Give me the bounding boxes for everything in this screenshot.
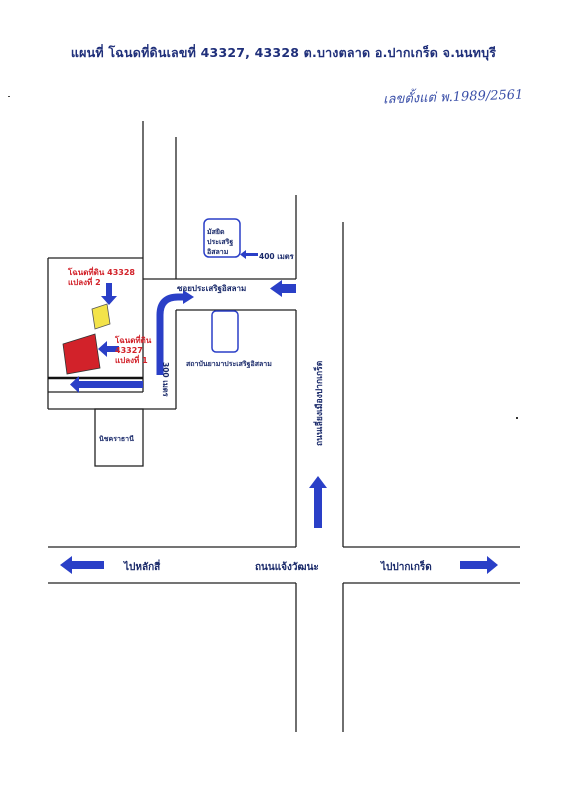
village-box xyxy=(94,408,144,467)
mosque-label-2: ประเสริฐ xyxy=(207,238,233,247)
mosque-box xyxy=(203,218,241,258)
arrow-turn-head xyxy=(183,290,194,304)
arrow-bypass-up xyxy=(309,476,327,528)
map-title: แผนที่ โฉนดที่ดินเลขที่ 43327, 43328 ต.บ… xyxy=(70,45,497,60)
parcel-1-label-1: โฉนดที่ดิน xyxy=(114,334,152,345)
bypass-road-label: ถนนเลี่ยงเมืองปากเกร็ด xyxy=(312,360,325,446)
arrows xyxy=(60,250,498,574)
parcel-1-plot xyxy=(62,333,101,375)
school-box xyxy=(211,310,239,353)
scan-speck xyxy=(516,417,518,419)
to-laksi-label: ไปหลักสี่ xyxy=(123,559,161,573)
arrow-to-parcel-1 xyxy=(98,341,119,357)
mosque-label-1: มัสยิด xyxy=(207,228,225,236)
parcel-2-label-1: โฉนดที่ดิน 43328 xyxy=(67,266,135,277)
main-road-label: ถนนแจ้งวัฒนะ xyxy=(255,561,319,573)
distance-400: 400 เมตร xyxy=(259,252,295,261)
soi-name: ซอยประเสริฐอิสลาม xyxy=(177,284,246,294)
mosque-label-3: อิสลาม xyxy=(206,248,228,256)
arrow-soi-left xyxy=(270,280,296,297)
arrow-to-mosque xyxy=(240,250,258,259)
scan-speck xyxy=(8,96,10,97)
road-lines xyxy=(47,121,520,732)
arrow-to-parcel-2 xyxy=(101,283,117,305)
school-label: สถาบันยามาประเสริฐอิสลาม xyxy=(186,360,272,369)
village-label: นิชคราธานี xyxy=(98,435,134,443)
to-pakkret-label: ไปปากเกร็ด xyxy=(380,559,432,573)
parcel-2-plot xyxy=(91,303,111,330)
arrow-lane-left xyxy=(70,376,143,393)
arrow-to-laksi xyxy=(60,556,104,574)
arrow-turn-into-lane xyxy=(156,293,185,375)
distance-300: 300 เมตร xyxy=(161,362,170,398)
arrow-to-pakkret xyxy=(460,556,498,574)
parcel-2-label-2: แปลงที่ 2 xyxy=(68,276,101,287)
parcel-1-label-3: แปลงที่ 1 xyxy=(115,354,148,365)
parcel-1-label-2: 43327 xyxy=(115,346,143,355)
